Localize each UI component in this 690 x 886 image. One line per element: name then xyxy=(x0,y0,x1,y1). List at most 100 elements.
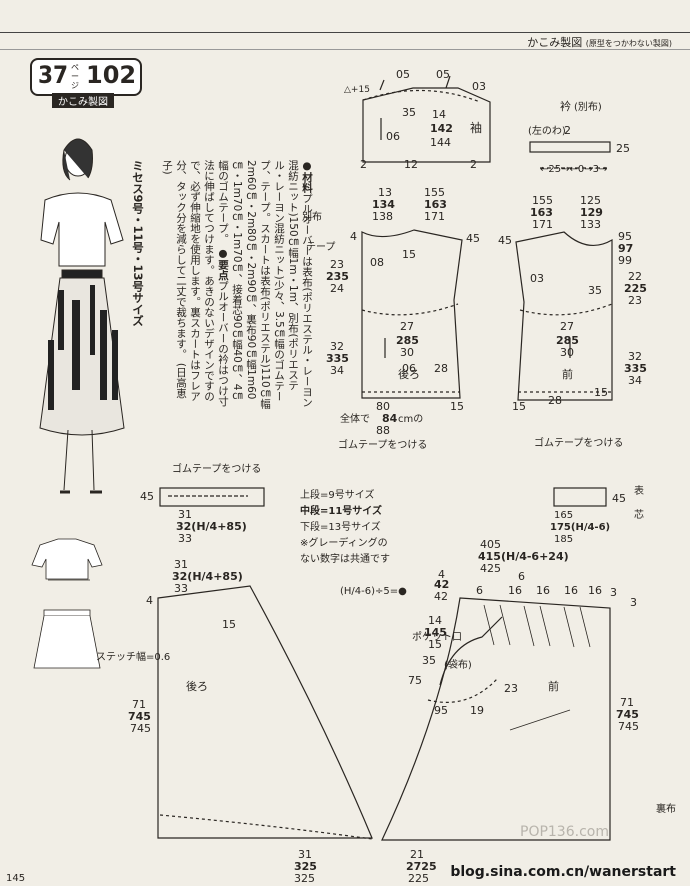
dim-back-80: 80 xyxy=(376,400,390,413)
pattern-number: 102 xyxy=(86,61,137,89)
label-stitch: ステッチ幅=0.6 xyxy=(96,650,170,663)
watermark-url: blog.sina.com.cn/wanerstart xyxy=(450,864,676,880)
skirt-back-pattern xyxy=(157,585,373,840)
dim-skf-405: 405 xyxy=(480,538,501,551)
dim-band2-175: 175(H/4-6) xyxy=(550,522,610,533)
dim-back-15b: 15 xyxy=(450,400,464,413)
dim-back-335: 335 xyxy=(326,352,349,365)
dim-front-03: 03 xyxy=(530,272,544,285)
dim-back-138: 138 xyxy=(372,210,393,223)
label-total-unit: cmの xyxy=(398,414,423,425)
dim-skf-6a: 6 xyxy=(476,584,483,597)
dim-front-15a: 15 xyxy=(512,400,526,413)
dim-skf-425: 425 xyxy=(480,562,501,575)
dim-front-45: 45 xyxy=(498,234,512,247)
dim-front-129: 129 xyxy=(580,206,603,219)
dim-front-34: 34 xyxy=(628,374,642,387)
dim-band-31: 31 xyxy=(178,508,192,521)
dim-sleeve-35: 35 xyxy=(402,106,416,119)
dim-skf-42b: 42 xyxy=(434,590,448,603)
label-collar-fold: (左のわ) xyxy=(528,124,566,137)
header-title: かこみ製図 (原型をつかわない製図) xyxy=(527,36,672,49)
dim-back-32: 32 xyxy=(330,340,344,353)
label-tape: テープ xyxy=(306,241,335,253)
dim-sleeve-2b: 2 xyxy=(470,158,477,171)
header-bar: かこみ製図 (原型をつかわない製図) xyxy=(0,32,690,50)
dim-skf-3: 3 xyxy=(610,586,617,599)
label-pocket: ポケット口 xyxy=(412,631,462,643)
label-total-value: 84 xyxy=(382,412,398,425)
dim-sleeve-06: 06 xyxy=(386,130,400,143)
dim-band-33: 33 xyxy=(178,532,192,545)
waistband-back xyxy=(159,487,265,507)
label-collar: 衿 xyxy=(560,99,571,113)
back-bodice-pattern xyxy=(361,229,463,399)
dim-skb-4: 4 xyxy=(146,594,153,607)
dim-back-24: 24 xyxy=(330,282,344,295)
dim-back-134: 134 xyxy=(372,198,395,211)
dim-band-32: 32(H/4+85) xyxy=(176,520,247,533)
dim-sleeve-144: 144 xyxy=(430,136,451,149)
dim-front-285: 285 xyxy=(556,334,579,347)
label-other-fabric: 別布 xyxy=(302,211,322,223)
label-front-skirt: 前 xyxy=(548,679,559,693)
dim-skf-225: 225 xyxy=(408,872,429,885)
dim-skf-3b: 3 xyxy=(630,596,637,609)
dim-skf-16c: 16 xyxy=(588,584,602,597)
dim-skf-16a: 16 xyxy=(536,584,550,597)
badge-label: かこみ製図 xyxy=(52,93,114,108)
page-number: 145 xyxy=(6,873,26,884)
dim-front-155: 155 xyxy=(532,194,553,207)
dim-skb-32: 32(H/4+85) xyxy=(172,570,243,583)
dim-front-95: 95 xyxy=(618,230,632,243)
dim-back-171: 171 xyxy=(424,210,445,223)
dim-front-225: 225 xyxy=(624,282,647,295)
dim-sleeve-ease: △+15 xyxy=(344,85,370,95)
dim-skb-15: 15 xyxy=(222,618,236,631)
label-waistband-elastic: ゴムテープをつける xyxy=(172,462,261,475)
dim-sleeve-top1: 05 xyxy=(396,68,410,81)
dim-back-13: 13 xyxy=(378,186,392,199)
dim-front-22: 22 xyxy=(628,270,642,283)
dim-front-335: 335 xyxy=(624,362,647,375)
dim-back-30: 30 xyxy=(400,346,414,359)
dim-front-35: 35 xyxy=(588,284,602,297)
size-heading: ミセス9号・11号・13号サイズ xyxy=(131,160,145,327)
dim-back-155: 155 xyxy=(424,186,445,199)
dim-front-28: 28 xyxy=(548,394,562,407)
dim-skf-23: 23 xyxy=(504,682,518,695)
dim-front-32: 32 xyxy=(628,350,642,363)
dim-sleeve-top3: 03 xyxy=(472,80,486,93)
dim-back-88: 88 xyxy=(376,424,390,437)
dim-band2-45: 45 xyxy=(612,492,626,505)
dim-skb-31: 31 xyxy=(174,558,188,571)
dim-front-125: 125 xyxy=(580,194,601,207)
skirt-front-pattern xyxy=(381,597,611,841)
pattern-badge: 37 ページ 102 xyxy=(30,58,142,96)
dim-back-23: 23 xyxy=(330,258,344,271)
label-back-skirt: 後ろ xyxy=(186,679,208,693)
dim-skb-b325: 325 xyxy=(294,860,317,873)
dim-skb-b31: 31 xyxy=(298,848,312,861)
waistband-front xyxy=(553,487,607,507)
dim-skb-71: 71 xyxy=(132,698,146,711)
dim-skb-745b: 745 xyxy=(130,722,151,735)
dim-sleeve-top2: 05 xyxy=(436,68,450,81)
dim-skf-75: 75 xyxy=(408,674,422,687)
label-back-bodice: 後ろ xyxy=(398,367,420,381)
dim-skb-33: 33 xyxy=(174,582,188,595)
sleeve-pattern xyxy=(362,75,491,163)
dim-skf-14: 14 xyxy=(428,614,442,627)
dim-band2-165: 165 xyxy=(554,510,573,521)
dim-back-285: 285 xyxy=(396,334,419,347)
label-pocket-bag: (袋布) xyxy=(444,658,472,671)
label-fabric-back: 芯 xyxy=(634,508,644,521)
dim-skf-2725: 2725 xyxy=(406,860,437,873)
model-illustration xyxy=(39,138,125,494)
dim-skf-16b: 16 xyxy=(564,584,578,597)
dim-skf-19: 19 xyxy=(470,704,484,717)
dim-front-97: 97 xyxy=(618,242,633,255)
dim-front-15b: 15 xyxy=(594,386,608,399)
dim-back-45: 45 xyxy=(466,232,480,245)
